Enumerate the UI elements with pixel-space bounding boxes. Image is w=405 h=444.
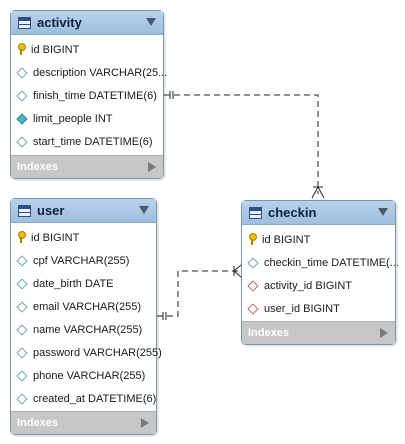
- primary-key-icon: [17, 42, 26, 55]
- column-diamond-icon: [16, 346, 28, 359]
- user-checkin-relationship: [157, 264, 242, 320]
- table-icon: [249, 206, 262, 219]
- field-label: date_birth DATE: [33, 277, 114, 290]
- indexes-label: Indexes: [248, 327, 289, 339]
- field-row[interactable]: created_at DATETIME(6): [11, 387, 156, 410]
- activity-checkin-relationship: [164, 91, 325, 199]
- field-row[interactable]: cpf VARCHAR(255): [11, 249, 156, 272]
- field-label: description VARCHAR(25...: [33, 66, 168, 79]
- column-diamond-icon: [16, 277, 28, 290]
- indexes-label: Indexes: [17, 417, 58, 429]
- field-row[interactable]: description VARCHAR(25...: [11, 61, 167, 84]
- checkin-table[interactable]: checkin id BIGINT checkin_time DATETIME(…: [241, 200, 399, 345]
- indexes-label: Indexes: [17, 161, 58, 173]
- field-row[interactable]: finish_time DATETIME(6): [11, 84, 163, 107]
- field-row[interactable]: email VARCHAR(255): [11, 295, 156, 318]
- column-diamond-icon: [16, 392, 28, 405]
- foreign-key-icon: [247, 302, 259, 315]
- field-label: email VARCHAR(255): [33, 300, 141, 313]
- user-indexes-bar[interactable]: Indexes: [11, 411, 156, 434]
- table-icon: [18, 204, 31, 217]
- collapse-arrow-icon[interactable]: [378, 208, 388, 216]
- column-diamond-icon: [16, 369, 28, 382]
- field-label: password VARCHAR(255): [33, 346, 162, 359]
- checkin-table-header[interactable]: checkin: [242, 201, 395, 225]
- field-label: phone VARCHAR(255): [33, 369, 146, 382]
- not-null-column-icon: [16, 112, 28, 125]
- column-diamond-icon: [16, 135, 28, 148]
- user-table[interactable]: user id BIGINT cpf VARCHAR(255) date_bir…: [10, 198, 162, 435]
- expand-arrow-icon[interactable]: [148, 162, 156, 172]
- checkin-field-list: id BIGINT checkin_time DATETIME(... acti…: [242, 225, 399, 320]
- column-diamond-icon: [247, 256, 259, 269]
- column-diamond-icon: [16, 89, 28, 102]
- checkin-table-title: checkin: [268, 205, 317, 220]
- primary-key-icon: [248, 232, 257, 245]
- field-row[interactable]: date_birth DATE: [11, 272, 156, 295]
- column-diamond-icon: [16, 323, 28, 336]
- collapse-arrow-icon[interactable]: [139, 206, 149, 214]
- field-row[interactable]: limit_people INT: [11, 107, 163, 130]
- activity-table-title: activity: [37, 15, 82, 30]
- column-diamond-icon: [16, 66, 28, 79]
- column-diamond-icon: [16, 254, 28, 267]
- user-table-title: user: [37, 203, 65, 218]
- checkin-indexes-bar[interactable]: Indexes: [242, 321, 395, 344]
- field-label: user_id BIGINT: [264, 302, 340, 315]
- field-label: activity_id BIGINT: [264, 279, 353, 292]
- field-label: id BIGINT: [31, 43, 80, 56]
- field-label: id BIGINT: [31, 231, 80, 244]
- field-row[interactable]: checkin_time DATETIME(...: [242, 251, 399, 274]
- primary-key-icon: [17, 230, 26, 243]
- field-row[interactable]: id BIGINT: [11, 226, 156, 249]
- expand-arrow-icon[interactable]: [141, 418, 149, 428]
- field-row[interactable]: name VARCHAR(255): [11, 318, 156, 341]
- activity-indexes-bar[interactable]: Indexes: [11, 155, 163, 178]
- user-field-list: id BIGINT cpf VARCHAR(255) date_birth DA…: [11, 223, 162, 410]
- field-row[interactable]: id BIGINT: [242, 228, 395, 251]
- field-label: limit_people INT: [33, 112, 113, 125]
- column-diamond-icon: [16, 300, 28, 313]
- field-label: name VARCHAR(255): [33, 323, 143, 336]
- expand-arrow-icon[interactable]: [380, 328, 388, 338]
- field-row[interactable]: user_id BIGINT: [242, 297, 395, 320]
- field-label: cpf VARCHAR(255): [33, 254, 130, 267]
- field-label: checkin_time DATETIME(...: [264, 256, 399, 269]
- field-label: created_at DATETIME(6): [33, 392, 157, 405]
- table-icon: [18, 16, 31, 29]
- user-table-header[interactable]: user: [11, 199, 156, 223]
- field-row[interactable]: activity_id BIGINT: [242, 274, 395, 297]
- collapse-arrow-icon[interactable]: [146, 18, 156, 26]
- foreign-key-icon: [247, 279, 259, 292]
- field-label: id BIGINT: [262, 233, 311, 246]
- field-row[interactable]: id BIGINT: [11, 38, 163, 61]
- field-row[interactable]: password VARCHAR(255): [11, 341, 162, 364]
- field-row[interactable]: phone VARCHAR(255): [11, 364, 156, 387]
- activity-table-header[interactable]: activity: [11, 11, 163, 35]
- field-row[interactable]: start_time DATETIME(6): [11, 130, 163, 153]
- activity-table[interactable]: activity id BIGINT description VARCHAR(2…: [10, 10, 167, 179]
- field-label: start_time DATETIME(6): [33, 135, 153, 148]
- field-label: finish_time DATETIME(6): [33, 89, 157, 102]
- activity-field-list: id BIGINT description VARCHAR(25... fini…: [11, 35, 167, 153]
